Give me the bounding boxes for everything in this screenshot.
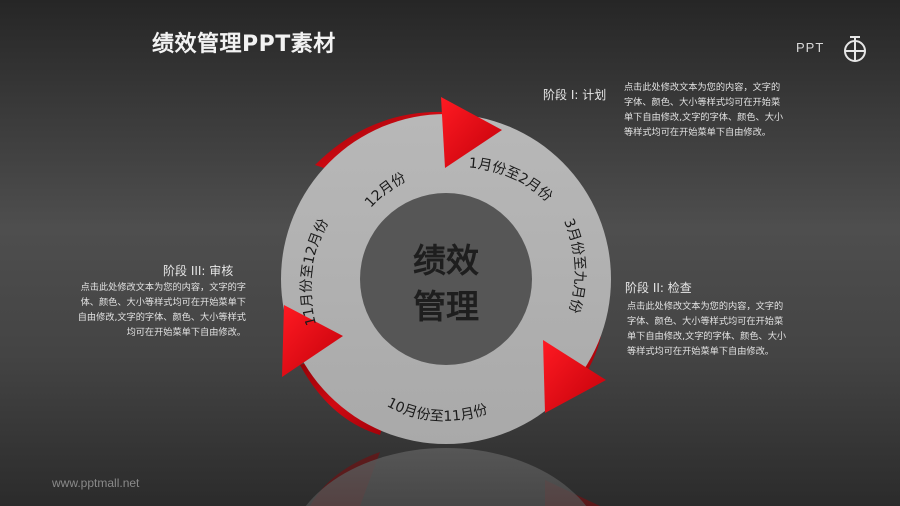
arrowhead-left [282, 305, 343, 377]
ppt-circle-cross-icon [844, 36, 866, 62]
brand-logo: PPT [796, 34, 876, 64]
stage-3-heading: 阶段 III: 审核 [163, 264, 234, 278]
stage-1-body: 点击此处修改文本为您的内容，文字的 字体、颜色、大小等样式均可在开始菜 单下自由… [624, 82, 784, 138]
slide-title: 绩效管理PPT素材 [152, 32, 336, 57]
stage-2-body: 点击此处修改文本为您的内容，文字的 字体、颜色、大小等样式均可在开始菜 单下自由… [627, 301, 787, 357]
footer-website: www.pptmall.net [52, 476, 140, 490]
stage-1-heading: 阶段 I: 计划 [543, 88, 607, 102]
center-disc [360, 193, 532, 365]
arrowhead-top [441, 97, 502, 168]
arrowhead-right [543, 340, 606, 413]
stage-3-body: 点击此处修改文本为您的内容，文字的字 体、颜色、大小等样式均可在开始菜单下 自由… [77, 282, 246, 338]
center-label-line1: 绩效 [413, 241, 479, 280]
diagram-reflection [305, 448, 600, 506]
center-label-line2: 管理 [413, 287, 479, 326]
stage-2-heading: 阶段 II: 检查 [625, 281, 692, 295]
logo-text: PPT [796, 40, 825, 55]
